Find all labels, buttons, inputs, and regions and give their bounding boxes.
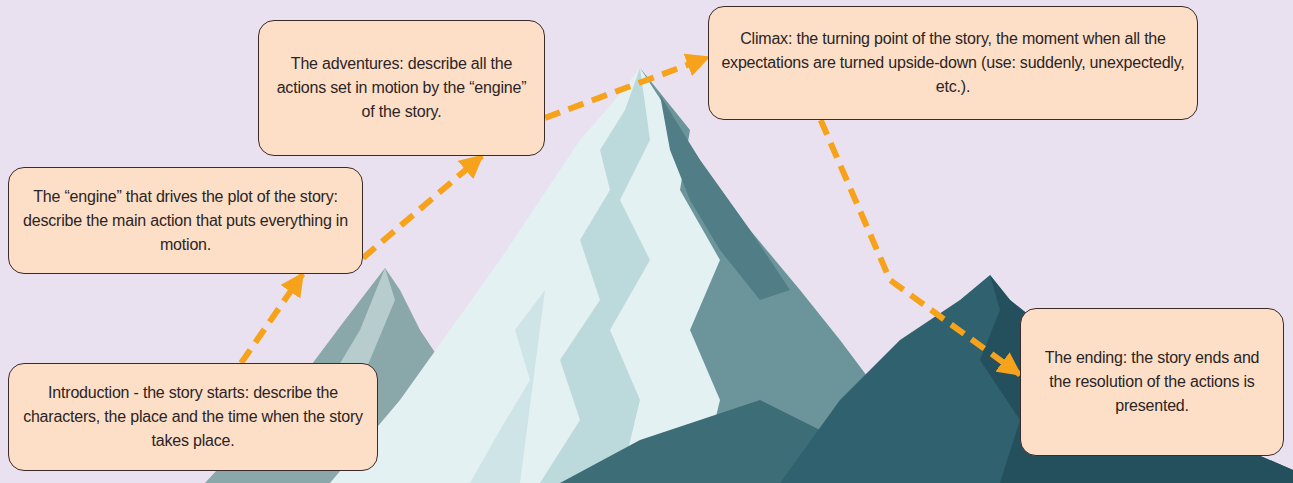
callout-text: The “engine” that drives the plot of the…: [21, 185, 350, 257]
callout-box: The adventures: describe all the actions…: [258, 20, 545, 156]
callout-text: Introduction - the story starts: describ…: [21, 381, 365, 453]
callout-box: Climax: the turning point of the story, …: [708, 6, 1198, 120]
callout-box: The “engine” that drives the plot of the…: [8, 167, 363, 274]
callout-text: The adventures: describe all the actions…: [271, 52, 532, 124]
dashed-arrow: [821, 120, 1020, 375]
callout-text: Climax: the turning point of the story, …: [721, 27, 1185, 99]
callout-box: The ending: the story ends and the resol…: [1020, 308, 1284, 456]
dashed-arrow: [241, 274, 303, 363]
right-peak-shadow: [980, 275, 1293, 483]
dashed-arrow: [363, 156, 482, 258]
dashed-arrow: [545, 57, 708, 118]
callout-text: The ending: the story ends and the resol…: [1033, 346, 1271, 418]
callout-box: Introduction - the story starts: describ…: [8, 363, 378, 471]
right-peak: [780, 275, 1293, 483]
main-peak-ridge: [470, 290, 545, 483]
main-peak-ridge: [540, 68, 650, 483]
main-peak-streak: [660, 95, 790, 300]
